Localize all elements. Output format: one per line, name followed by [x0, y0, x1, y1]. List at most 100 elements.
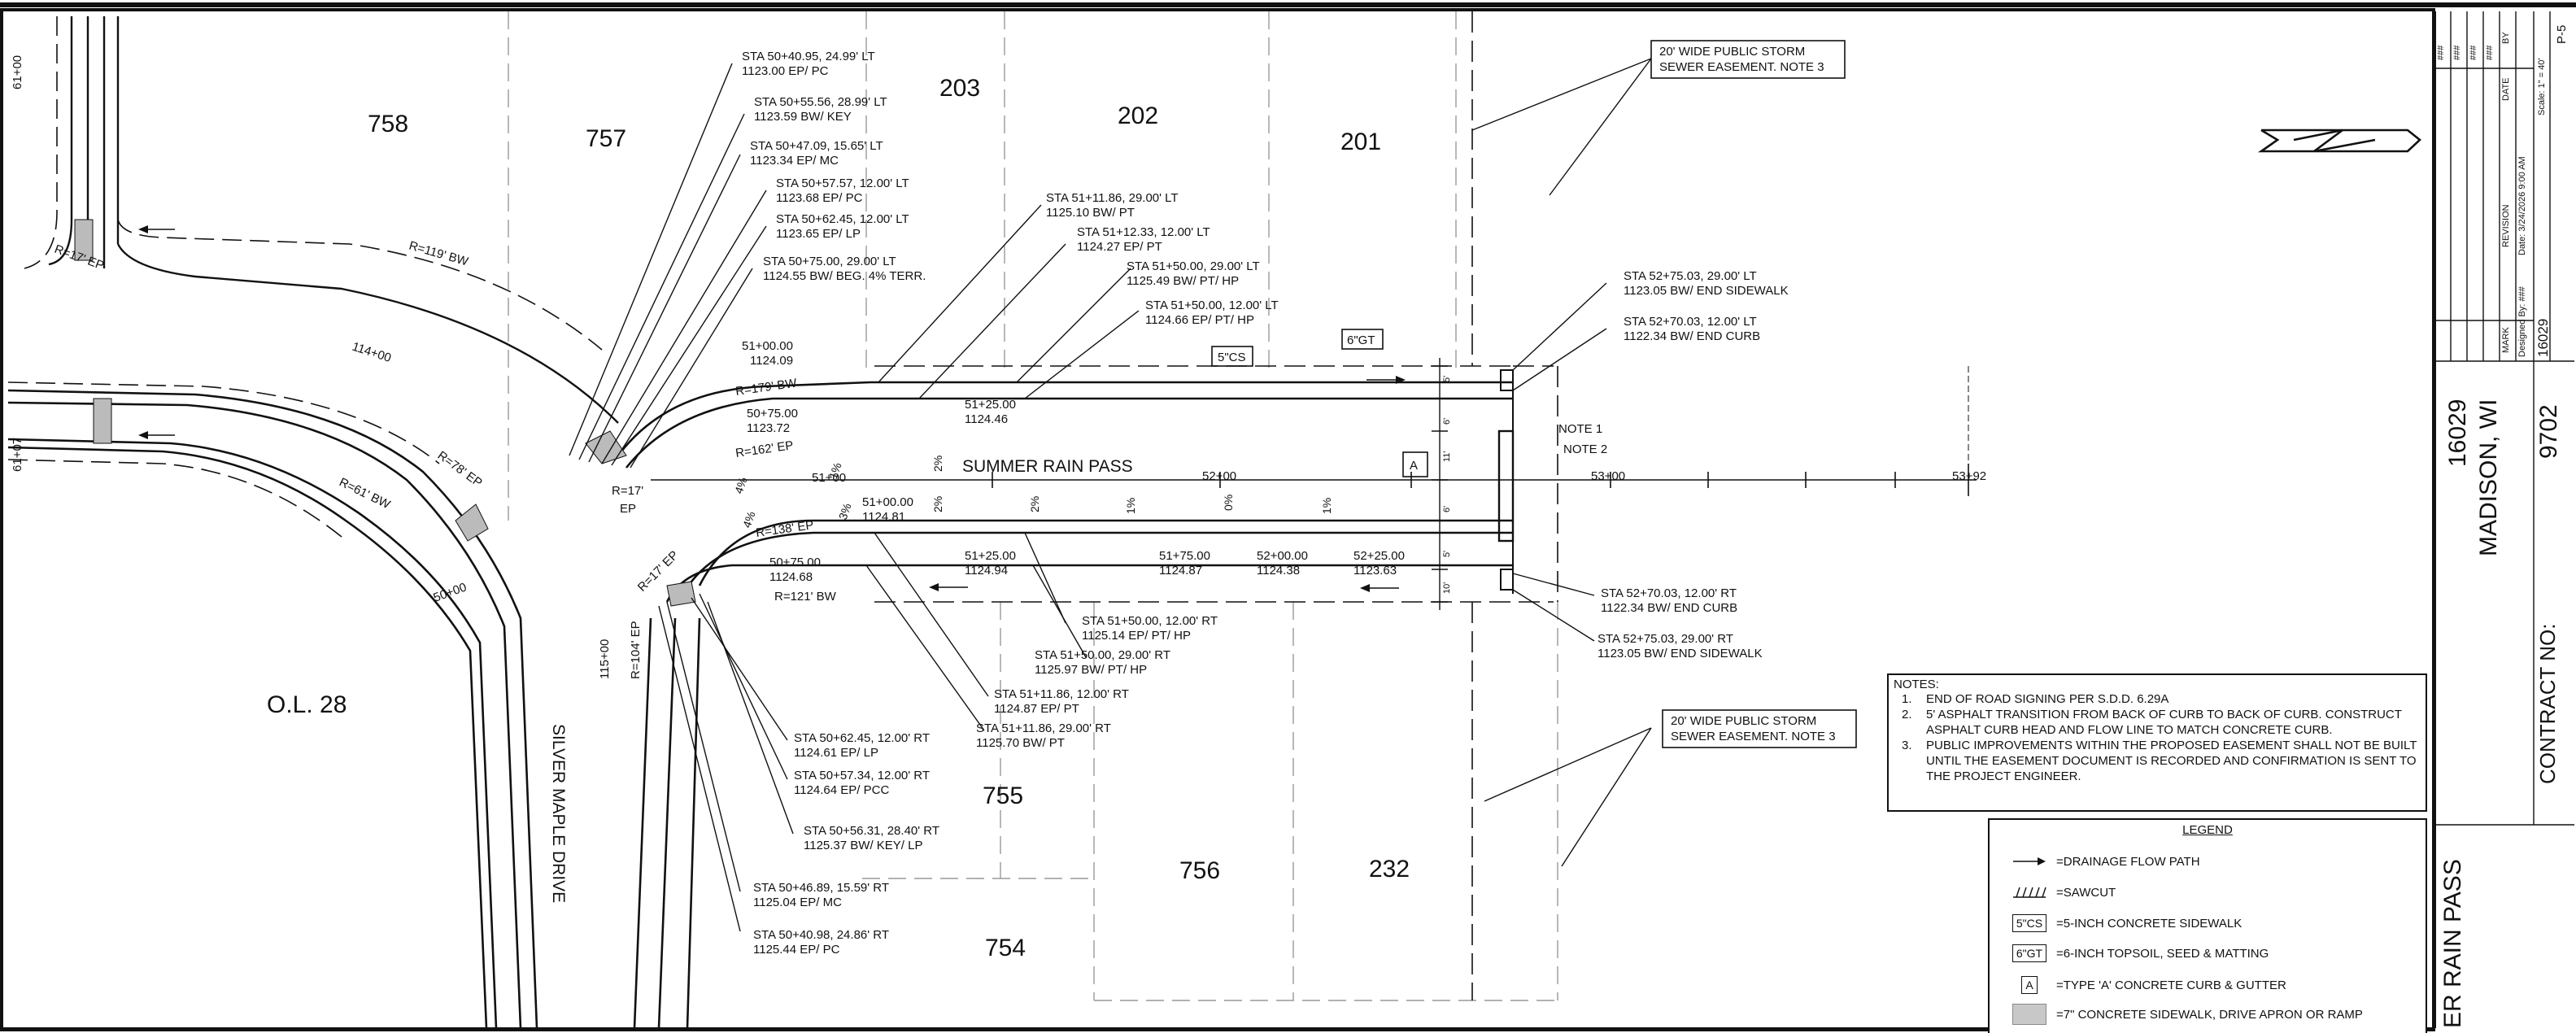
radius-label: R=119' BW — [408, 239, 470, 269]
callout-value: 1123.68 EP/ PC — [776, 191, 863, 205]
profile-station: 51+75.00 — [1159, 549, 1210, 563]
radius-label: R=78' EP — [435, 448, 485, 490]
slope-label: 0% — [1222, 495, 1235, 511]
street-summer-rain-pass: SUMMER RAIN PASS — [962, 457, 1133, 476]
revision-by: ### — [2436, 45, 2446, 60]
profile-elevation: 1124.87 — [1159, 564, 1202, 578]
callout-station: STA 51+50.00, 29.00' RT — [1035, 648, 1170, 662]
project-number: 16029 — [2444, 399, 2471, 467]
callout-value: 1125.14 EP/ PT/ HP — [1082, 629, 1191, 643]
callout-station: STA 51+11.86, 12.00' RT — [994, 687, 1129, 701]
title-block: ### ### ### ### BY DATE REVISION MARK De… — [2434, 11, 2574, 1028]
note-item: 1.END OF ROAD SIGNING PER S.D.D. 6.29A — [1894, 691, 2418, 707]
station-label: 51+00 — [812, 471, 846, 485]
notes-panel: NOTES: 1.END OF ROAD SIGNING PER S.D.D. … — [1887, 673, 2427, 812]
lot-202: 202 — [1118, 102, 1158, 129]
callout-station: STA 52+75.03, 29.00' RT — [1597, 632, 1733, 646]
radius-label: R=61' BW — [337, 475, 393, 512]
column-header-by: BY — [2501, 32, 2511, 44]
radius-label: R=17' — [612, 484, 643, 498]
station-label: 53+92 — [1952, 469, 1986, 483]
callout-value: 1123.05 BW/ END SIDEWALK — [1624, 284, 1789, 298]
station-label: 114+00 — [351, 340, 393, 365]
legend-item: 6"GT =6-INCH TOPSOIL, SEED & MATTING — [2006, 943, 2269, 964]
profile-elevation: 1124.46 — [965, 412, 1008, 426]
revision-by: ### — [2469, 45, 2478, 60]
slope-label: 4% — [732, 476, 750, 495]
legend-item-label: =TYPE 'A' CONCRETE CURB & GUTTER — [2056, 978, 2286, 992]
legend-symbol: 5"CS — [2012, 914, 2047, 932]
note-text: 5' ASPHALT TRANSITION FROM BACK OF CURB … — [1926, 708, 2402, 737]
legend-item-label: =6-INCH TOPSOIL, SEED & MATTING — [2056, 946, 2269, 961]
plan-geometry — [7, 11, 2421, 1029]
radius-label: R=121' BW — [774, 590, 837, 604]
lot-755: 755 — [983, 782, 1023, 809]
callout-value: 1125.37 BW/ KEY/ LP — [804, 839, 922, 852]
callout-station: STA 50+40.95, 24.99' LT — [742, 50, 875, 63]
callout-value: 1123.34 EP/ MC — [750, 154, 839, 168]
drawing-scale: Scale: 1" = 40' — [2537, 58, 2547, 116]
legend-item: 5"CS =5-INCH CONCRETE SIDEWALK — [2006, 913, 2242, 934]
legend-symbol: 6"GT — [2012, 944, 2047, 962]
legend-symbol: A — [2021, 976, 2038, 994]
tag-concrete-sidewalk: 5"CS — [1218, 351, 1246, 364]
station-label: 50+00 — [432, 580, 469, 604]
legend-item-label: =5-INCH CONCRETE SIDEWALK — [2056, 916, 2243, 931]
station-label: 61+00 — [11, 55, 24, 89]
contract-label: CONTRACT NO: — [2535, 623, 2560, 784]
revision-by: ### — [2452, 45, 2462, 60]
tag-curb-type-a: A — [1410, 459, 1418, 473]
slope-label: 2% — [931, 455, 944, 472]
callout-value: 1125.04 EP/ MC — [753, 896, 842, 909]
callout-station: STA 50+57.57, 12.00' LT — [776, 177, 909, 190]
slope-label: 1% — [1124, 498, 1137, 514]
callout-station: STA 51+11.86, 29.00' LT — [1046, 191, 1179, 205]
profile-elevation: 1124.81 — [862, 510, 905, 524]
project-city: MADISON, WI — [2475, 399, 2502, 556]
legend-item: =SAWCUT — [2006, 882, 2116, 903]
profile-elevation: 1124.68 — [769, 570, 813, 584]
radius-label: EP — [620, 502, 636, 516]
street-silver-maple-drive: SILVER MAPLE DRIVE — [549, 724, 568, 903]
dimension-label: 5' — [1442, 551, 1452, 557]
callout-station: STA 50+40.98, 24.86' RT — [753, 928, 889, 942]
note-number: 2. — [1902, 708, 1912, 721]
callout-station: STA 52+70.03, 12.00' RT — [1601, 586, 1737, 600]
legend-item-label: =DRAINAGE FLOW PATH — [2056, 854, 2200, 869]
callout-value: 1125.70 BW/ PT — [976, 736, 1065, 750]
lot-ol-28: O.L. 28 — [267, 691, 347, 718]
tag-topsoil: 6"GT — [1347, 333, 1375, 347]
legend-item: =DRAINAGE FLOW PATH — [2006, 851, 2200, 872]
slope-label: 4% — [740, 510, 758, 530]
note-text: END OF ROAD SIGNING PER S.D.D. 6.29A — [1926, 692, 2169, 706]
profile-station: 52+00.00 — [1257, 549, 1308, 563]
profile-elevation: 1124.38 — [1257, 564, 1300, 578]
callout-value: 1124.27 EP/ PT — [1077, 240, 1162, 254]
street-name-title: ER RAIN PASS — [2439, 859, 2466, 1028]
notes-heading: NOTES: — [1894, 678, 1939, 691]
contract-number: 9702 — [2535, 404, 2562, 459]
callout-value: 1124.66 EP/ PT/ HP — [1145, 313, 1254, 327]
dimension-label: 10' — [1442, 582, 1452, 594]
legend-title: LEGEND — [2182, 823, 2233, 837]
legend-item: A =TYPE 'A' CONCRETE CURB & GUTTER — [2006, 974, 2286, 996]
callout-station: STA 51+50.00, 29.00' LT — [1127, 259, 1260, 273]
callout-value: 1123.65 EP/ LP — [776, 227, 861, 241]
callout-value: 1124.55 BW/ BEG. 4% TERR. — [763, 269, 926, 283]
lot-758: 758 — [368, 111, 408, 137]
station-label: 61+07 — [11, 438, 24, 472]
dimension-label: 5' — [1442, 376, 1452, 382]
slope-label: 3% — [836, 502, 854, 521]
slope-label: 1% — [826, 461, 844, 481]
callout-station: STA 50+57.34, 12.00' RT — [794, 769, 930, 782]
slope-label: 2% — [931, 496, 944, 512]
callout-station: STA 50+55.56, 28.99' LT — [754, 95, 887, 109]
column-header-revision: REVISION — [2501, 204, 2511, 247]
callout-station: STA 51+50.00, 12.00' RT — [1082, 614, 1218, 628]
profile-station: 50+75.00 — [769, 556, 821, 569]
dimension-label: 6' — [1442, 418, 1452, 425]
callout-value: 1124.61 EP/ LP — [794, 746, 878, 760]
lot-756: 756 — [1179, 857, 1220, 884]
designed-by: Designed By: ### — [2517, 286, 2527, 357]
